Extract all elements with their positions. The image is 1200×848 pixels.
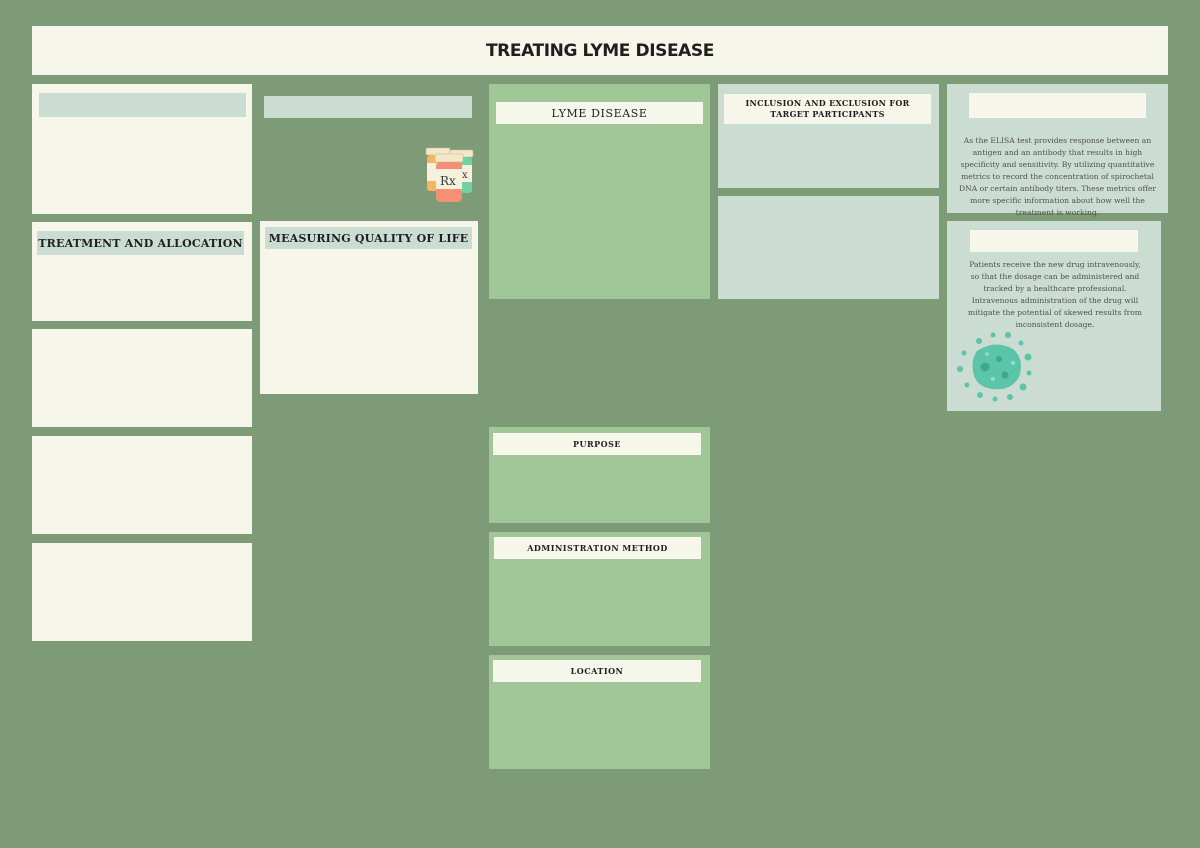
measuring-quality-heading: MEASURING QUALITY OF LIFE <box>265 227 472 249</box>
location-heading: LOCATION <box>493 660 701 682</box>
panel-treatment-allocation: TREATMENT AND ALLOCATION <box>32 222 252 321</box>
svg-text:x: x <box>462 170 468 181</box>
panel-blank-3 <box>32 543 252 641</box>
panel-elisa: As the ELISA test provides response betw… <box>947 84 1168 217</box>
inclusion-exclusion-heading: INCLUSION AND EXCLUSION FOR TARGET PARTI… <box>724 94 931 124</box>
treatment-allocation-heading: TREATMENT AND ALLOCATION <box>37 231 244 255</box>
page-title: TREATING LYME DISEASE <box>485 40 714 61</box>
panel-administration-method: ADMINISTRATION METHOD <box>489 532 710 646</box>
elisa-text: As the ELISA test provides response betw… <box>959 136 1156 217</box>
panel-purpose: PURPOSE <box>489 427 710 523</box>
lyme-disease-heading: LYME DISEASE <box>496 102 703 124</box>
panel-blank-1 <box>32 329 252 427</box>
column2-header-bar <box>264 96 472 118</box>
pill-label: Rx <box>440 174 456 188</box>
prescription-bottles-icon: x Rx <box>425 147 474 202</box>
panel-iv-administration: Patients receive the new drug intravenou… <box>947 221 1161 411</box>
title-banner: TREATING LYME DISEASE <box>32 26 1168 75</box>
bacteria-icon <box>957 332 1032 402</box>
panel-inclusion-exclusion: INCLUSION AND EXCLUSION FOR TARGET PARTI… <box>718 84 939 188</box>
iv-text: Patients receive the new drug intravenou… <box>968 260 1142 329</box>
panel-blank-2 <box>32 436 252 534</box>
administration-method-heading: ADMINISTRATION METHOD <box>494 537 701 559</box>
elisa-header-bar <box>969 93 1146 118</box>
panel-measuring-quality: MEASURING QUALITY OF LIFE <box>260 221 478 394</box>
iv-header-bar <box>970 230 1138 252</box>
panel-intro-header <box>39 93 246 117</box>
panel-lyme-disease: LYME DISEASE <box>489 84 710 299</box>
panel-blank-4 <box>718 196 939 299</box>
panel-location: LOCATION <box>489 655 710 769</box>
panel-intro <box>32 84 252 214</box>
purpose-heading: PURPOSE <box>493 433 701 455</box>
